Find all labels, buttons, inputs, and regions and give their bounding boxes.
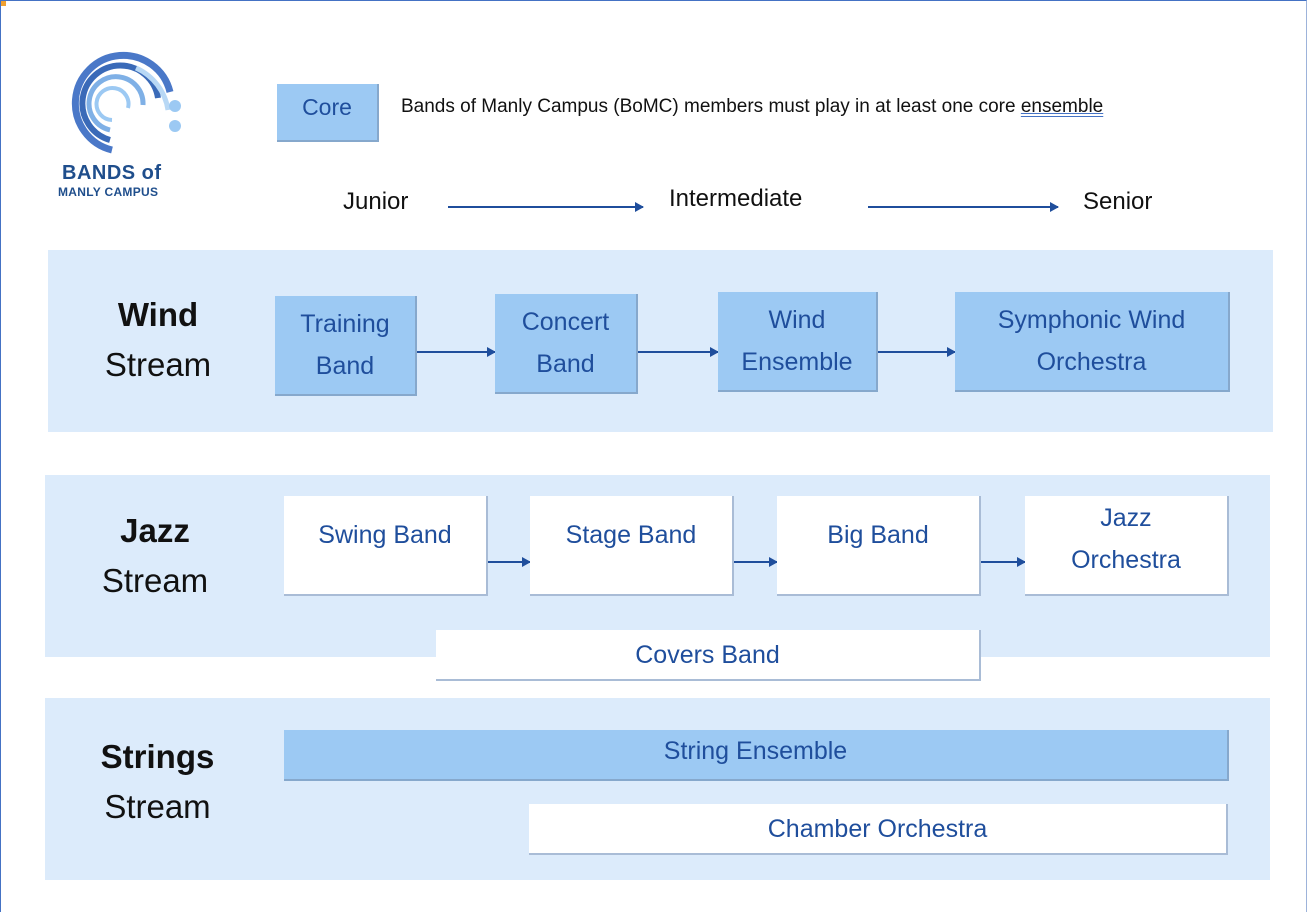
chamber-orchestra-label: Chamber Orchestra — [767, 814, 988, 843]
wind-stream-title: Wind — [117, 296, 199, 333]
swing-band-box: Swing Band — [284, 496, 488, 596]
wind-arrow-2 — [638, 347, 719, 357]
concert-band-box: Concert Band — [495, 294, 638, 394]
stage-band-box: Stage Band — [530, 496, 734, 596]
jazz-stream-subtitle: Stream — [101, 562, 209, 599]
jazz-arrow-1 — [488, 557, 531, 567]
strings-stream-subtitle: Stream — [104, 788, 211, 825]
level-senior: Senior — [1083, 188, 1153, 215]
wind-stream-subtitle: Stream — [104, 346, 212, 383]
string-ensemble-box: String Ensemble — [284, 730, 1229, 781]
strings-stream-title: Strings — [100, 738, 215, 775]
covers-band-label: Covers Band — [635, 640, 780, 669]
strings-stream-label: Strings Stream — [85, 732, 230, 832]
logo-text-line2: MANLY CAMPUS — [58, 185, 159, 199]
core-legend-description: Bands of Manly Campus (BoMC) members mus… — [401, 96, 1103, 118]
jazz-orchestra-label: Jazz Orchestra — [1071, 504, 1181, 574]
big-band-box: Big Band — [777, 496, 981, 596]
core-legend-box: Core — [277, 84, 379, 142]
wind-stream-label: Wind Stream — [88, 290, 228, 390]
bands-of-manly-campus-logo: BANDS of MANLY CAMPUS — [50, 50, 190, 220]
wind-ensemble-box: Wind Ensemble — [718, 292, 878, 392]
core-description-text: Bands of Manly Campus (BoMC) members mus… — [401, 96, 1021, 117]
symphonic-wind-orchestra-label: Symphonic Wind Orchestra — [997, 306, 1186, 376]
string-ensemble-label: String Ensemble — [663, 736, 848, 765]
swirl-logo-icon — [71, 51, 181, 154]
frame-corner-marker — [1, 1, 6, 6]
stage-band-label: Stage Band — [565, 521, 697, 549]
jazz-arrow-2 — [734, 557, 778, 567]
big-band-label: Big Band — [827, 521, 929, 549]
wind-arrow-1 — [417, 347, 496, 357]
swing-band-label: Swing Band — [318, 521, 452, 549]
core-description-underlined: ensemble — [1020, 96, 1104, 117]
covers-band-box: Covers Band — [436, 630, 981, 681]
chamber-orchestra-box: Chamber Orchestra — [529, 804, 1228, 855]
level-junior: Junior — [343, 188, 409, 215]
symphonic-wind-orchestra-box: Symphonic Wind Orchestra — [955, 292, 1230, 392]
level-arrow-2 — [868, 202, 1059, 212]
core-legend-label: Core — [302, 94, 352, 120]
training-band-label: Training Band — [300, 310, 390, 380]
jazz-orchestra-box: Jazz Orchestra — [1025, 496, 1229, 596]
jazz-arrow-3 — [981, 557, 1026, 567]
wind-arrow-3 — [878, 347, 956, 357]
level-arrow-1 — [448, 202, 644, 212]
jazz-stream-title: Jazz — [120, 512, 190, 549]
logo-text-line1: BANDS of — [62, 162, 162, 184]
concert-band-label: Concert Band — [521, 308, 610, 378]
jazz-stream-label: Jazz Stream — [85, 506, 225, 606]
level-intermediate: Intermediate — [669, 185, 803, 212]
training-band-box: Training Band — [275, 296, 417, 396]
wind-ensemble-label: Wind Ensemble — [741, 306, 853, 376]
